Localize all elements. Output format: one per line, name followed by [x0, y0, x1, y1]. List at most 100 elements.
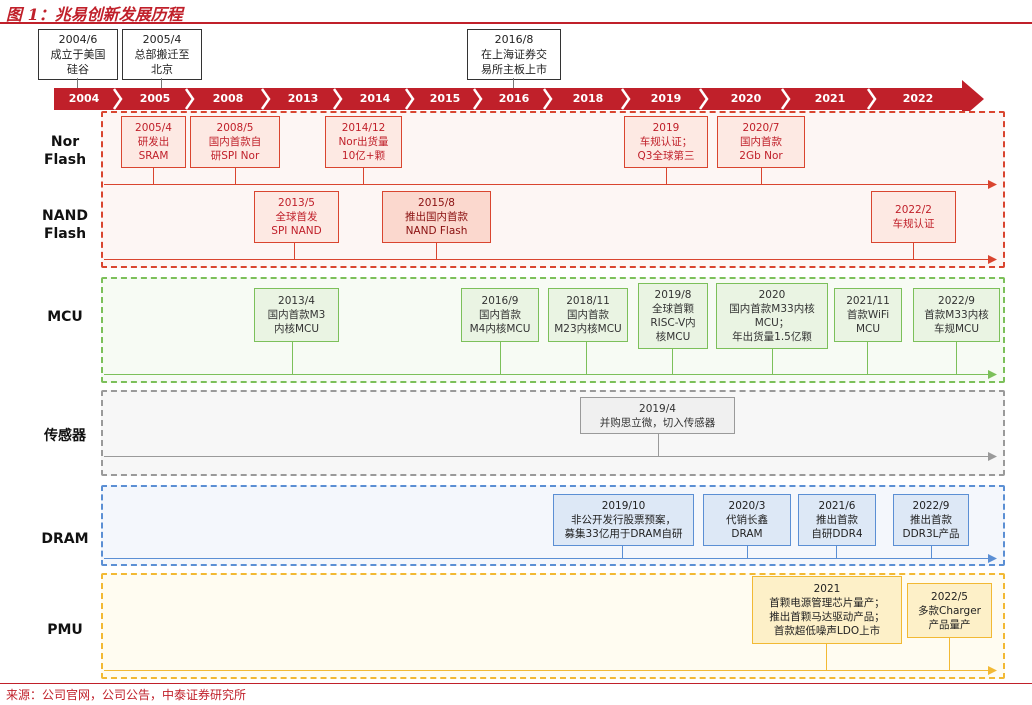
- lane-label-mcu: MCU: [30, 308, 100, 326]
- event-line: 2022/2: [895, 204, 932, 216]
- year-2015: 2015: [429, 92, 461, 105]
- event-line: 国内首款M33内核: [729, 303, 815, 315]
- event-connector: [658, 434, 659, 456]
- event-line: 2015/8: [418, 197, 455, 209]
- nand-flash-track: [104, 259, 990, 260]
- event-line: 2Gb Nor: [739, 150, 783, 162]
- dram-track: [104, 558, 990, 559]
- lane-label-nor-flash: Nor Flash: [30, 133, 100, 169]
- event-mcu-2022-auto: 2022/9 首款M33内核 车规MCU: [913, 288, 1000, 342]
- event-line: 2013/4: [278, 295, 315, 307]
- lane-label-line: DRAM: [41, 531, 89, 547]
- event-line: 全球首颗: [652, 303, 694, 315]
- lane-label-line: NAND: [42, 208, 88, 224]
- milestone-line: 成立于美国: [50, 48, 106, 61]
- lane-label-line: Nor: [50, 134, 80, 150]
- event-nor-2008-spi-nor: 2008/5 国内首款自 研SPI Nor: [190, 116, 280, 168]
- event-line: 2018/11: [566, 295, 610, 307]
- milestone-connector: [77, 78, 78, 88]
- event-line: SPI NAND: [271, 225, 322, 237]
- event-line: 2020/3: [728, 500, 766, 512]
- event-line: 代销长鑫: [726, 514, 768, 526]
- event-line: 首款WiFi: [846, 309, 890, 321]
- milestone-connector: [161, 78, 162, 88]
- event-dram-2019-offering: 2019/10 非公开发行股票预案， 募集33亿用于DRAM自研: [553, 494, 694, 546]
- sensor-track-arrowhead: [988, 452, 997, 461]
- event-connector: [672, 349, 673, 374]
- event-connector: [956, 342, 957, 374]
- event-connector: [772, 349, 773, 374]
- event-line: DDR3L产品: [902, 528, 960, 540]
- event-line: 内核MCU: [273, 323, 320, 335]
- lane-label-line: 传感器: [44, 428, 86, 444]
- event-line: MCU: [855, 323, 881, 335]
- footer-divider: [0, 683, 1032, 684]
- lane-label-pmu: PMU: [30, 621, 100, 639]
- event-line: 国内首款自: [208, 136, 262, 148]
- event-line: 10亿+颗: [341, 150, 386, 162]
- event-connector: [949, 638, 950, 670]
- event-line: 2014/12: [341, 122, 386, 134]
- event-line: 2019/10: [601, 500, 646, 512]
- event-sensor-2019-acquisition: 2019/4 并购思立微，切入传感器: [580, 397, 735, 434]
- event-line: 2016/9: [481, 295, 519, 307]
- lane-label-line: Flash: [43, 226, 87, 242]
- lane-label-sensor: 传感器: [30, 427, 100, 445]
- figure-title: 图 1：兆易创新发展历程: [6, 5, 183, 24]
- milestone-line: 在上海证券交: [481, 48, 547, 61]
- lane-label-line: Flash: [43, 152, 87, 168]
- event-line: 国内首款M3: [267, 309, 326, 321]
- event-line: 2022/5: [931, 590, 968, 603]
- event-line: Nor出货量: [338, 136, 389, 148]
- event-line: 推出首颗马达驱动产品；: [769, 611, 885, 623]
- milestone-line: 2005/4: [142, 33, 182, 46]
- year-2005: 2005: [139, 92, 171, 105]
- lane-label-nand-flash: NAND Flash: [30, 207, 100, 243]
- milestone-hq-move: 2005/4 总部搬迁至 北京: [122, 29, 202, 80]
- event-mcu-2016-m4: 2016/9 国内首款 M4内核MCU: [461, 288, 539, 342]
- pmu-track-arrowhead: [988, 666, 997, 675]
- event-connector: [622, 546, 623, 558]
- event-mcu-2020-m33: 2020 国内首款M33内核 MCU； 年出货量1.5亿颗: [716, 283, 828, 349]
- event-connector: [586, 342, 587, 374]
- event-line: 2005/4: [135, 122, 172, 134]
- nor-flash-track: [104, 184, 990, 185]
- event-connector: [826, 644, 827, 670]
- year-2013: 2013: [287, 92, 319, 105]
- event-line: 车规认证；: [639, 136, 693, 148]
- event-nor-2005-sram: 2005/4 研发出 SRAM: [121, 116, 186, 168]
- event-line: 2019: [652, 122, 680, 134]
- event-line: 核MCU: [655, 331, 691, 343]
- event-line: NAND Flash: [405, 225, 468, 237]
- milestone-line: 2004/6: [58, 33, 98, 46]
- event-connector: [836, 546, 837, 558]
- event-connector: [761, 168, 762, 184]
- event-line: 非公开发行股票预案，: [571, 514, 676, 526]
- event-line: 多款Charger: [918, 604, 981, 617]
- event-dram-2020-cxmt: 2020/3 代销长鑫 DRAM: [703, 494, 791, 546]
- year-2022: 2022: [902, 92, 934, 105]
- event-line: 2019/8: [654, 289, 692, 301]
- event-line: 国内首款: [479, 309, 521, 321]
- milestone-line: 北京: [151, 63, 173, 76]
- event-connector: [913, 243, 914, 259]
- event-line: 2021/6: [818, 500, 856, 512]
- event-line: 自研DDR4: [811, 528, 863, 540]
- milestone-line: 2016/8: [494, 33, 534, 46]
- event-pmu-2021-products: 2021 首颗电源管理芯片量产； 推出首颗马达驱动产品； 首款超低噪声LDO上市: [752, 576, 902, 644]
- timeline-arrow-body: [54, 80, 984, 118]
- year-2019: 2019: [650, 92, 682, 105]
- event-mcu-2021-wifi: 2021/11 首款WiFi MCU: [834, 288, 902, 342]
- event-nor-2019-auto: 2019 车规认证； Q3全球第三: [624, 116, 708, 168]
- event-connector: [500, 342, 501, 374]
- event-line: 首颗电源管理芯片量产；: [769, 597, 885, 609]
- year-2021: 2021: [814, 92, 846, 105]
- event-line: 2008/5: [216, 122, 254, 134]
- event-line: 研SPI Nor: [210, 150, 260, 162]
- event-line: 全球首发: [275, 211, 318, 223]
- year-2008: 2008: [212, 92, 244, 105]
- event-line: MCU；: [754, 317, 790, 329]
- dram-track-arrowhead: [988, 554, 997, 563]
- timeline-chevrons: [112, 88, 877, 110]
- pmu-track: [104, 670, 990, 671]
